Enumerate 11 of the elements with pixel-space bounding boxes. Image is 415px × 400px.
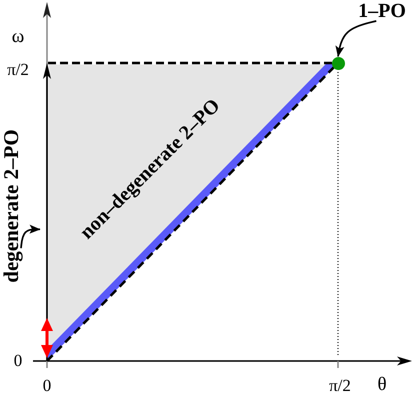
tick-label: 0: [42, 377, 52, 395]
callout-label: degenerate 2–PO: [1, 129, 21, 283]
curved-arrow: [20, 224, 40, 248]
tick-label: π/2: [329, 377, 351, 395]
point-dot-icon: [332, 56, 344, 70]
curved-arrow: [335, 20, 376, 57]
axis-label: θ: [377, 376, 387, 394]
callout-label: 1–PO: [358, 1, 406, 21]
tick-label: π/2: [7, 61, 29, 79]
axis-label: ω: [12, 28, 24, 46]
tick-label: 0: [14, 352, 22, 370]
